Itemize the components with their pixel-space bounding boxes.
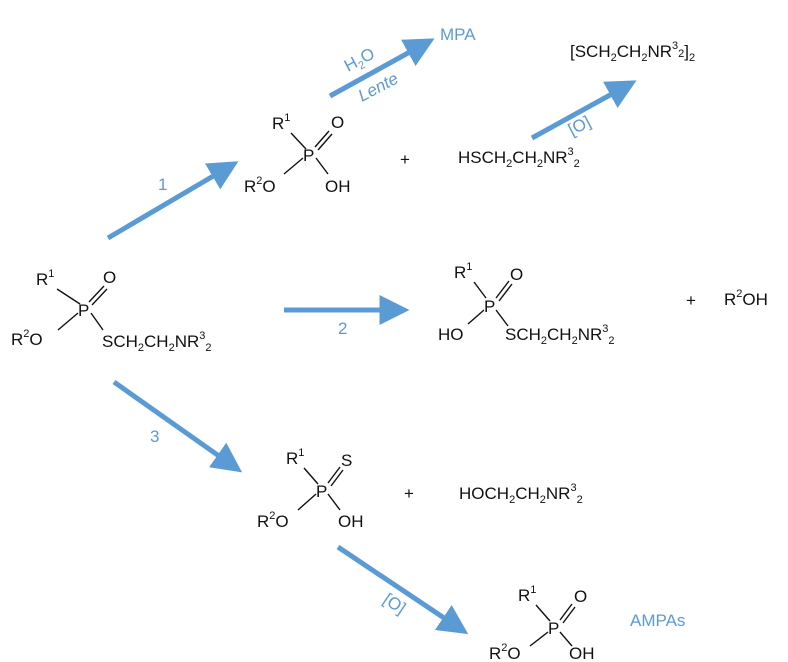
plus-1: + <box>400 150 410 169</box>
svg-text:P: P <box>484 297 495 316</box>
svg-text:R2O: R2O <box>257 510 289 531</box>
alcohol-product: R2OH <box>724 288 768 309</box>
svg-text:O: O <box>510 265 523 284</box>
arrow-hydrolysis <box>328 38 435 99</box>
ampas-label: AMPAs <box>630 611 685 630</box>
reactant-r1: R1 <box>36 268 54 289</box>
svg-text:R1: R1 <box>518 584 536 605</box>
svg-text:R2O: R2O <box>489 642 521 662</box>
svg-text:P: P <box>316 482 327 501</box>
svg-text:Lente: Lente <box>355 69 401 106</box>
plus-2: + <box>686 291 696 310</box>
svg-text:R2O: R2O <box>244 175 276 196</box>
hydrolysis-note: Lente <box>355 69 401 106</box>
arrow-oxidation-thio <box>336 544 469 635</box>
arrow-path-1 <box>106 161 239 241</box>
reactant-o: O <box>103 268 116 287</box>
svg-text:OH: OH <box>338 512 364 531</box>
thiophosphonate-product: R1 P O HO SCH2CH2NR32 <box>438 261 615 347</box>
svg-text:O: O <box>331 113 344 132</box>
final-phosphonic-acid: R1 P O R2O OH <box>489 584 595 662</box>
svg-text:R1: R1 <box>272 112 290 133</box>
svg-text:R1: R1 <box>454 261 472 282</box>
reactant-thioethyl: SCH2CH2NR32 <box>102 330 212 354</box>
svg-text:SCH2CH2NR32: SCH2CH2NR32 <box>505 323 615 347</box>
disulfide-product: [SCH2CH2NR32]2 <box>570 40 695 64</box>
svg-text:R1: R1 <box>286 447 304 468</box>
svg-text:O: O <box>574 587 587 606</box>
arrow-path-3 <box>112 379 243 473</box>
reactant-molecule: R1 P O R2O SCH2CH2NR32 <box>11 268 212 354</box>
plus-3: + <box>404 484 414 503</box>
svg-text:OH: OH <box>569 644 595 662</box>
mpa-label: MPA <box>440 25 476 44</box>
svg-text:P: P <box>303 146 314 165</box>
svg-text:P: P <box>548 619 559 638</box>
thiol-product: HSCH2CH2NR32 <box>458 146 580 170</box>
reactant-p: P <box>78 301 89 320</box>
phosphonic-acid-1: R1 P O R2O OH <box>244 112 351 196</box>
arrow-oxidation-thiol <box>530 80 637 141</box>
thiophosphonic-acid: R1 P S R2O OH <box>257 447 364 531</box>
svg-text:OH: OH <box>325 177 351 196</box>
svg-text:S: S <box>341 451 352 470</box>
aminoethanol-product: HOCH2CH2NR32 <box>459 482 583 506</box>
reactant-r2o: R2O <box>11 328 43 349</box>
label-path-1: 1 <box>158 175 167 194</box>
svg-text:HO: HO <box>438 325 464 344</box>
label-path-3: 3 <box>150 427 159 446</box>
label-path-2: 2 <box>338 319 347 338</box>
